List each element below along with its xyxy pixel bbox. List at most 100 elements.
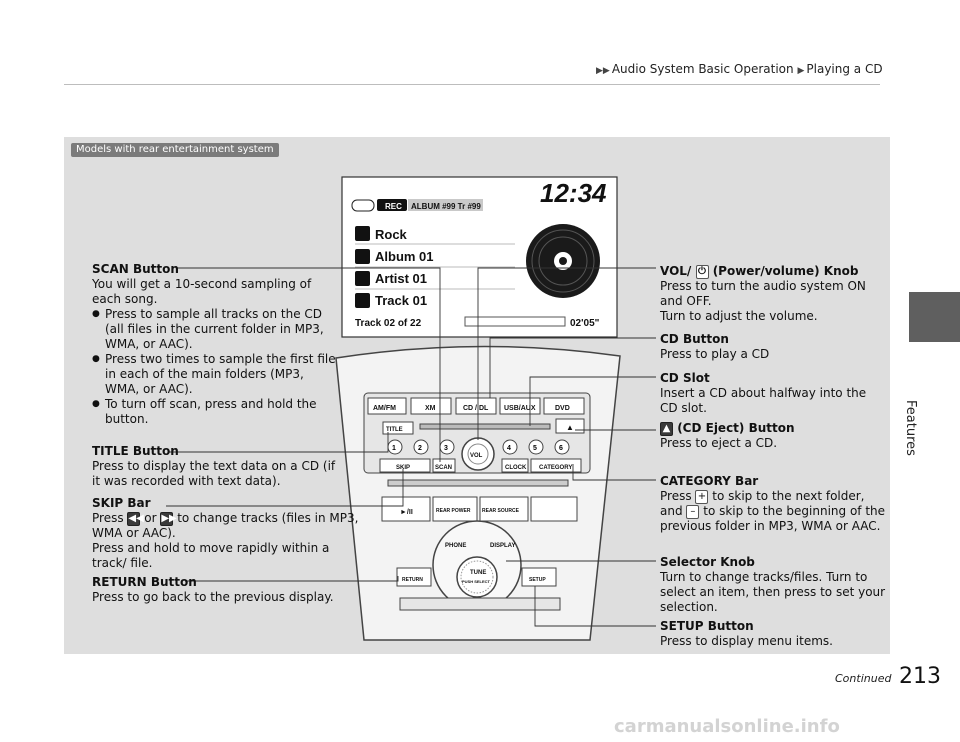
- preset-buttons: 1 2 3 4 5 6: [387, 439, 570, 455]
- page-number: 213: [899, 664, 941, 689]
- eject-lower-button: [530, 496, 578, 522]
- display-track-position: Track 02 of 22: [355, 318, 422, 329]
- minus-key-icon: –: [686, 504, 700, 519]
- display-genre: Rock: [375, 227, 408, 242]
- eject-annotation-body: Press to eject a CD.: [660, 436, 778, 450]
- vol-annotation-body-a: Press to turn the audio system ON and OF…: [660, 279, 866, 308]
- play-button: [381, 496, 431, 522]
- eject-annotation-title: (CD Eject) Button: [677, 421, 795, 435]
- display-track: Track 01: [375, 293, 427, 308]
- display-label: DISPLAY: [490, 543, 515, 549]
- clock-label: CLOCK: [505, 465, 527, 471]
- cd-slot-annotation-title: CD Slot: [660, 371, 710, 385]
- lower-slot: [399, 597, 561, 611]
- category-label: CATEGORY: [539, 465, 572, 471]
- category-annotation-title: CATEGORY Bar: [660, 474, 759, 488]
- display-album: Album 01: [375, 249, 434, 264]
- xm-button: [410, 397, 452, 415]
- preset-6-label: 6: [559, 445, 563, 452]
- setup-button: [521, 567, 557, 587]
- skip-annotation-or: or: [144, 511, 157, 525]
- setup-annotation-body: Press to display menu items.: [660, 634, 833, 648]
- scan-bullet: Press to sample all tracks on the CD (al…: [92, 307, 336, 352]
- skip-annotation-body-b: to change tracks (files in MP3, WMA or A…: [92, 511, 359, 540]
- selector-knob: [456, 556, 498, 598]
- return-label: RETURN: [402, 577, 423, 583]
- xm-label: XM: [425, 405, 436, 412]
- display-status-info: ALBUM #99 Tr #99: [411, 202, 481, 211]
- callout-lines: [166, 267, 656, 627]
- return-annotation-body: Press to go back to the previous display…: [92, 590, 334, 604]
- selector-annotation: Selector Knob Turn to change tracks/file…: [660, 555, 886, 615]
- rear-source-button: [479, 496, 529, 522]
- cd-button: [455, 397, 497, 415]
- breadcrumb-arrow-icon: ▶: [797, 66, 805, 76]
- eject-button: [555, 418, 585, 434]
- scan-button: [432, 458, 456, 473]
- display-progress-bar: [464, 316, 566, 327]
- category-annotation-body-b: to skip to the next folder, and: [660, 489, 865, 518]
- preset-4-label: 4: [507, 445, 511, 452]
- title-annotation: TITLE Button Press to display the text d…: [92, 444, 342, 489]
- phone-label: PHONE: [445, 543, 466, 549]
- usb-aux-label: USB/AUX: [504, 405, 536, 412]
- breadcrumb-page: Playing a CD: [806, 62, 883, 76]
- play-label: ►/II: [400, 509, 413, 516]
- preset-3-label: 3: [444, 445, 448, 452]
- selector-annotation-title: Selector Knob: [660, 555, 755, 569]
- skip-forward-icon: ▶▶: [160, 511, 177, 526]
- tune-label: TUNE: [470, 570, 486, 576]
- track-icon: [355, 293, 370, 308]
- return-annotation-title: RETURN Button: [92, 575, 197, 589]
- display-rec-text: REC: [385, 202, 402, 211]
- display-status-icon: [351, 199, 375, 212]
- rear-source-label: REAR SOURCE: [482, 508, 520, 514]
- return-annotation: RETURN Button Press to go back to the pr…: [92, 575, 342, 605]
- display-clock: 12:34: [540, 178, 607, 208]
- skip-annotation-body-c: Press and hold to move rapidly within a …: [92, 541, 330, 570]
- genre-icon: [355, 226, 370, 241]
- breadcrumb-arrow-icon: ▶▶: [596, 66, 610, 76]
- cd-slot-annotation: CD Slot Insert a CD about halfway into t…: [660, 371, 886, 416]
- breadcrumb-section: Audio System Basic Operation: [611, 62, 794, 76]
- setup-label: SETUP: [529, 577, 546, 583]
- push-select-label: PUSH SELECT: [462, 579, 491, 584]
- preset-1-label: 1: [392, 445, 396, 452]
- return-button: [396, 567, 432, 587]
- skip-label: SKIP: [396, 465, 410, 471]
- category-annotation: CATEGORY Bar Press + to skip to the next…: [660, 474, 886, 534]
- display-artist: Artist 01: [375, 271, 427, 286]
- preset-2-label: 2: [418, 445, 422, 452]
- selector-annotation-body: Turn to change tracks/files. Turn to sel…: [660, 570, 886, 614]
- watermark: carmanualsonline.info: [614, 716, 840, 737]
- vol-annotation-title-b: (Power/volume) Knob: [712, 264, 859, 278]
- dvd-button: [543, 397, 585, 415]
- display-rec-badge: [377, 199, 407, 211]
- setup-annotation-title: SETUP Button: [660, 619, 754, 633]
- category-annotation-body-c: to skip to the beginning of the previous…: [660, 504, 886, 533]
- eject-annotation: ▲ (CD Eject) Button Press to eject a CD.: [660, 421, 886, 451]
- header-rule: [64, 84, 880, 85]
- eject-label: ▲: [566, 423, 574, 432]
- skip-annotation: SKIP Bar Press ◀◀ or ▶▶ to change tracks…: [92, 496, 362, 571]
- eject-icon: ▲: [660, 421, 673, 436]
- skip-bar: [379, 458, 431, 473]
- dvd-label: DVD: [555, 405, 570, 412]
- scan-bullet: To turn off scan, press and hold the but…: [92, 397, 336, 427]
- scan-annotation-title: SCAN Button: [92, 262, 179, 276]
- title-annotation-title: TITLE Button: [92, 444, 179, 458]
- model-tag: Models with rear entertainment system: [71, 143, 279, 157]
- skip-annotation-body-a: Press: [92, 511, 124, 525]
- scan-annotation: SCAN Button You will get a 10-second sam…: [92, 262, 336, 427]
- chapter-tab: [909, 292, 960, 342]
- vol-annotation-heading: VOL/ ⏻ (Power/volume) Knob: [660, 264, 886, 279]
- cd-label: CD / DL: [463, 405, 489, 412]
- scan-annotation-bullets: Press to sample all tracks on the CD (al…: [92, 307, 336, 427]
- scan-label: SCAN: [435, 465, 452, 471]
- am-fm-button: [367, 397, 407, 415]
- am-fm-label: AM/FM: [373, 405, 396, 412]
- cd-slot-annotation-body: Insert a CD about halfway into the CD sl…: [660, 386, 867, 415]
- category-bar: [530, 458, 582, 473]
- album-icon: [355, 249, 370, 264]
